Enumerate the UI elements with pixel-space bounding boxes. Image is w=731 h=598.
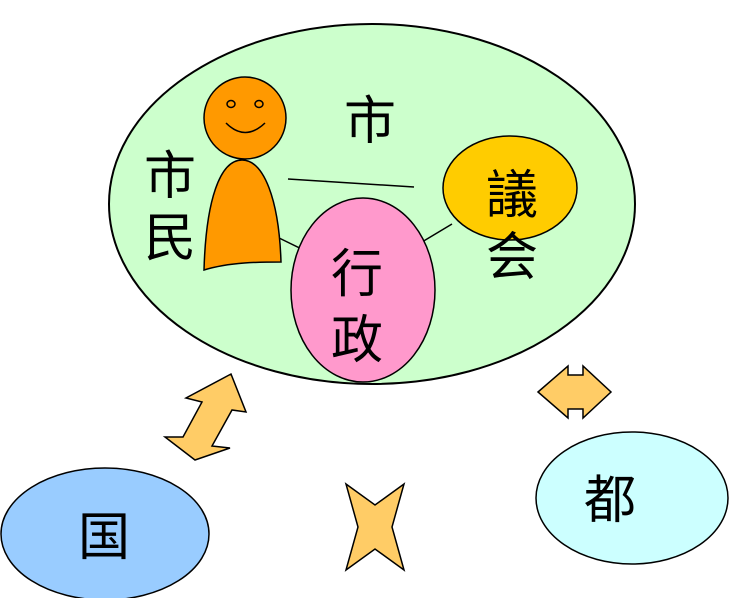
council-label: 議 会 (482, 165, 542, 289)
citizen-right-eye (254, 99, 264, 109)
country-city-arrow (162, 372, 248, 461)
country-label: 国 (78, 508, 131, 568)
country-ellipse (0, 467, 210, 598)
council-ellipse (442, 135, 578, 241)
council-label-line1: 議 (485, 166, 538, 226)
citizen-smile (225, 122, 266, 134)
administration-label: 行 政 (327, 242, 387, 374)
citizen-label-line2: 民 (143, 209, 196, 269)
administration-ellipse (290, 197, 436, 383)
citizen-body (203, 159, 282, 272)
administration-label-line2: 政 (330, 311, 383, 371)
metropolis-city-arrow (536, 364, 613, 420)
administration-label-line1: 行 (330, 245, 383, 305)
council-label-line2: 会 (485, 228, 538, 288)
citizen-head (203, 76, 287, 160)
citizen-label: 市 民 (140, 146, 200, 270)
citizen-label-line1: 市 (143, 147, 196, 207)
metropolis-label: 都 (584, 471, 637, 531)
city-label: 市 (344, 92, 397, 152)
citizen-left-eye (226, 99, 236, 109)
country-metropolis-arrow (344, 482, 406, 572)
citizen-council-line (287, 178, 415, 188)
administration-council-line (421, 223, 453, 243)
metropolis-ellipse (535, 431, 729, 565)
